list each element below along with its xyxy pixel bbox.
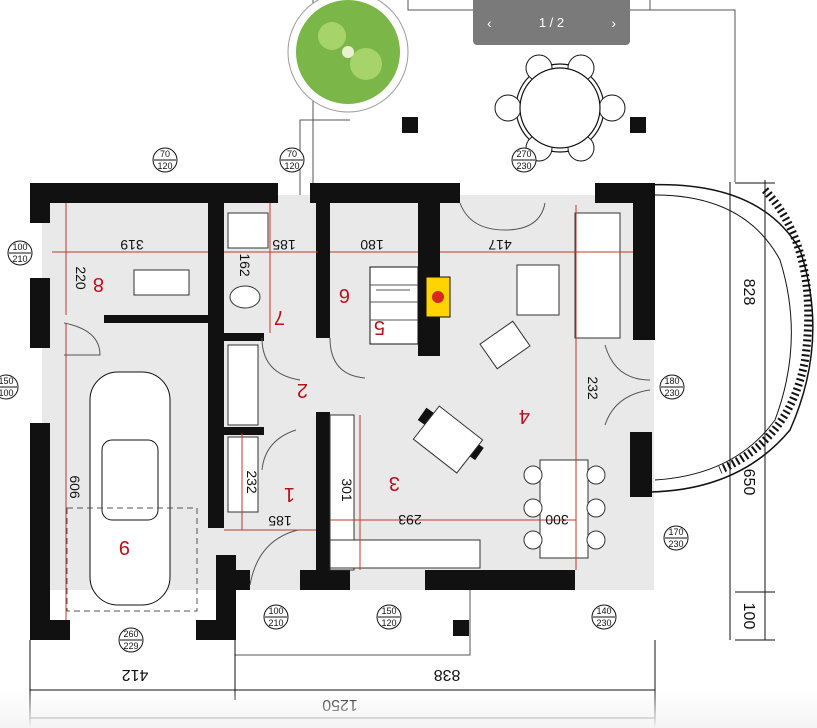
- opening-marker: 150 120: [376, 604, 402, 630]
- dim-232-lower: 232: [244, 470, 260, 494]
- svg-text:170: 170: [668, 527, 683, 537]
- opening-marker: 260 229: [118, 627, 144, 653]
- pillar: [402, 117, 418, 133]
- doors: [63, 202, 651, 586]
- svg-text:150: 150: [381, 606, 396, 616]
- dim-417: 417: [488, 237, 512, 253]
- opening-marker: 70 120: [279, 147, 305, 173]
- svg-text:230: 230: [668, 539, 683, 549]
- svg-text:230: 230: [664, 388, 679, 398]
- room-number-4: 4: [519, 405, 530, 427]
- svg-text:140: 140: [596, 606, 611, 616]
- svg-text:270: 270: [516, 149, 531, 159]
- dim-185-lower: 185: [268, 513, 292, 529]
- dim-162: 162: [237, 253, 253, 277]
- svg-text:100: 100: [268, 606, 283, 616]
- svg-text:70: 70: [287, 149, 297, 159]
- room-number-3: 3: [389, 472, 400, 494]
- car-icon: [89, 371, 171, 606]
- room-number-1: 1: [284, 483, 295, 505]
- dim-185: 185: [272, 237, 296, 253]
- page-indicator: 1 / 2: [538, 15, 565, 30]
- opening-marker: 100 210: [7, 240, 33, 266]
- dim-1250: 1250: [322, 696, 358, 713]
- pillar: [453, 620, 469, 636]
- svg-text:210: 210: [268, 618, 283, 628]
- svg-text:100: 100: [12, 242, 27, 252]
- room-number-8: 8: [93, 273, 104, 295]
- room-number-9: 9: [119, 536, 130, 558]
- svg-text:229: 229: [123, 641, 138, 651]
- pillar: [630, 117, 646, 133]
- svg-text:210: 210: [12, 254, 27, 264]
- dim-650: 650: [740, 469, 757, 496]
- curved-terrace: [644, 183, 814, 493]
- dim-232: 232: [585, 376, 601, 400]
- dim-301: 301: [339, 478, 355, 502]
- room-number-6: 6: [339, 284, 350, 306]
- parking-space: [66, 507, 198, 612]
- dim-319: 319: [120, 237, 144, 253]
- svg-text:120: 120: [284, 161, 299, 171]
- opening-marker: 170 230: [663, 525, 689, 551]
- dim-220: 220: [73, 266, 89, 290]
- stairs: [369, 266, 419, 345]
- room-number-2: 2: [297, 379, 308, 401]
- prev-arrow-icon[interactable]: ‹: [487, 14, 492, 31]
- svg-text:180: 180: [664, 376, 679, 386]
- svg-text:70: 70: [160, 149, 170, 159]
- flame-icon: [432, 291, 444, 303]
- tree-icon: [287, 0, 409, 113]
- svg-text:230: 230: [516, 161, 531, 171]
- room-number-7: 7: [274, 306, 285, 328]
- dim-180: 180: [360, 237, 384, 253]
- svg-text:100: 100: [0, 388, 14, 398]
- svg-text:150: 150: [0, 376, 14, 386]
- dim-300: 300: [545, 512, 569, 528]
- furniture: [133, 212, 621, 571]
- opening-marker: 150 100: [0, 374, 19, 400]
- dim-100: 100: [740, 603, 757, 630]
- dim-412: 412: [122, 666, 149, 683]
- opening-marker: 70 120: [152, 147, 178, 173]
- dim-828: 828: [740, 279, 757, 306]
- dim-293: 293: [398, 512, 422, 528]
- svg-text:260: 260: [123, 629, 138, 639]
- interior-dimension-lines: [52, 203, 633, 620]
- room-number-5: 5: [374, 316, 385, 338]
- svg-text:120: 120: [381, 618, 396, 628]
- opening-marker: 270 230: [511, 147, 537, 173]
- walls: [30, 183, 655, 640]
- dim-606: 606: [67, 475, 83, 499]
- svg-text:230: 230: [596, 618, 611, 628]
- opening-marker: 100 210: [263, 604, 289, 630]
- opening-marker: 140 230: [591, 604, 617, 630]
- dim-838: 838: [434, 666, 461, 683]
- image-pager: ‹ 1 / 2 ›: [473, 0, 630, 45]
- patio-table-icon: [494, 54, 626, 162]
- opening-marker: 180 230: [659, 374, 685, 400]
- svg-text:120: 120: [157, 161, 172, 171]
- next-arrow-icon[interactable]: ›: [611, 14, 616, 31]
